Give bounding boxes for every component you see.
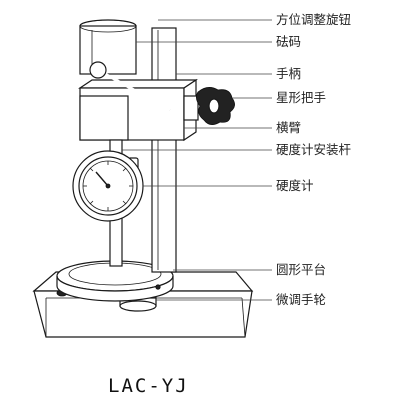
label-durometer: 硬度计 <box>276 178 314 193</box>
label-handle: 手柄 <box>276 66 301 81</box>
part-labels: 方位调整旋钮 砝码 手柄 星形把手 横臂 硬度计安装杆 硬度计 圆形平台 微调手… <box>276 12 352 307</box>
model-caption: LAC-YJ <box>108 375 189 397</box>
label-weight: 砝码 <box>276 34 301 49</box>
handle-part <box>89 61 171 112</box>
label-mounting-rod: 硬度计安装杆 <box>276 142 352 157</box>
leader-lines <box>122 19 272 301</box>
label-fine-adjust-wheel: 微调手轮 <box>276 292 326 307</box>
label-star-knob: 星形把手 <box>276 90 326 105</box>
label-orientation-knob: 方位调整旋钮 <box>276 12 351 27</box>
weight-part <box>79 19 137 75</box>
label-round-platform: 圆形平台 <box>276 262 326 277</box>
durometer-part <box>72 150 144 222</box>
cross-arm-part <box>78 78 198 142</box>
star-knob-part <box>183 87 235 125</box>
label-cross-arm: 横臂 <box>276 120 301 135</box>
